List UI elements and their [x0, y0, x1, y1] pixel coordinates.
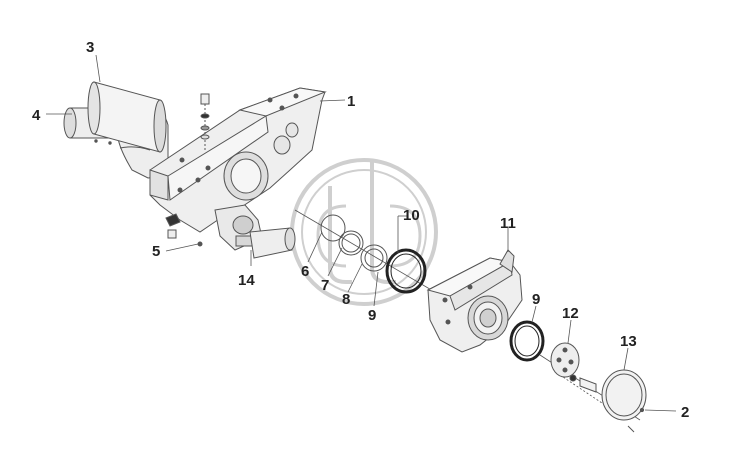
callout-1: 1	[347, 93, 355, 110]
callout-2: 2	[681, 404, 689, 421]
callout-12: 12	[562, 305, 579, 322]
carrier-housing	[149, 87, 327, 251]
shaft	[249, 227, 296, 259]
callout-11: 11	[500, 215, 516, 232]
ring-7	[338, 230, 364, 256]
watermark-logo	[290, 158, 438, 306]
callout-6: 6	[301, 263, 309, 280]
callout-13: 13	[620, 333, 637, 350]
callout-14: 14	[238, 272, 255, 289]
callout-5: 5	[152, 243, 160, 260]
callout-labels: 1 2 3 4 5 6 7 8 9 9 10 11 12 13 14	[32, 39, 689, 421]
hub-housing	[426, 249, 523, 353]
callout-3: 3	[86, 39, 94, 56]
callout-9a: 9	[368, 307, 376, 324]
seal-ring-10	[385, 248, 427, 294]
perforated-disc	[550, 342, 597, 393]
leader-lines	[46, 54, 677, 412]
seal-ring-9b	[509, 320, 545, 362]
callout-8: 8	[342, 291, 350, 308]
ring-8	[360, 244, 388, 272]
callout-7: 7	[321, 277, 329, 294]
cylinder	[87, 81, 167, 153]
callout-9b: 9	[532, 291, 540, 308]
end-cover	[601, 369, 647, 433]
callout-10: 10	[403, 207, 420, 224]
bolt-nut-set	[165, 93, 210, 247]
washer-6	[320, 214, 346, 242]
callout-4: 4	[32, 107, 41, 124]
